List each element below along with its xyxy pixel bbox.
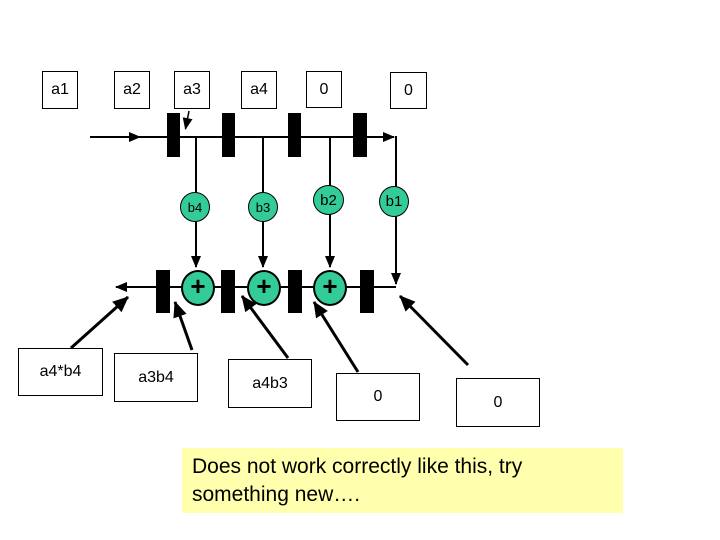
input-box-a3: a3 — [174, 71, 210, 109]
input-box-zero-1: 0 — [306, 71, 342, 108]
pointer-arrow-a3b4 — [173, 301, 194, 351]
plus-icon: + — [190, 271, 206, 301]
coefficient-node-b3: b3 — [248, 192, 278, 222]
pointer-arrow-a4b3 — [240, 295, 290, 359]
output-box-a4b3: a4b3 — [228, 359, 312, 408]
coefficient-label: b3 — [255, 199, 271, 215]
a3-annotation-arrow — [182, 110, 193, 130]
input-label: a1 — [51, 81, 69, 98]
output-label: a4*b4 — [39, 363, 82, 380]
adder-node-1: + — [181, 270, 215, 306]
output-box-a3b4: a3b4 — [114, 353, 198, 402]
bottom-delay-1 — [156, 270, 170, 313]
coefficient-node-b1: b1 — [379, 186, 409, 217]
output-label: a4b3 — [252, 374, 288, 392]
input-box-a1: a1 — [42, 71, 78, 109]
bottom-delay-2 — [221, 270, 235, 313]
coefficient-label: b1 — [385, 193, 403, 210]
top-delay-1 — [167, 113, 180, 157]
output-label: a3b4 — [138, 368, 174, 386]
coefficient-label: b4 — [187, 199, 203, 215]
plus-icon: + — [256, 271, 272, 301]
plus-icon: + — [322, 271, 338, 301]
pointer-arrow-zero-1 — [312, 301, 360, 373]
bottom-delay-4 — [360, 270, 374, 313]
input-label: a2 — [123, 81, 141, 98]
adder-node-3: + — [313, 270, 347, 306]
output-label: 0 — [493, 393, 503, 411]
input-label: a3 — [183, 81, 201, 98]
top-delay-3 — [288, 113, 301, 157]
bottom-delay-3 — [288, 270, 302, 313]
note-line-2: something new…. — [192, 483, 361, 506]
note-line-1: Does not work correctly like this, try — [192, 455, 523, 478]
output-label: 0 — [373, 388, 383, 405]
top-delay-4 — [353, 113, 367, 157]
input-label: 0 — [404, 81, 413, 99]
output-box-zero-1: 0 — [336, 373, 420, 421]
input-box-a4: a4 — [241, 71, 277, 109]
input-label: a4 — [250, 81, 268, 98]
coefficient-node-b4: b4 — [180, 192, 210, 222]
input-box-a2: a2 — [114, 71, 150, 109]
pointer-arrow-zero-2 — [398, 294, 470, 367]
output-box-zero-2: 0 — [456, 378, 540, 427]
top-delay-2 — [222, 113, 235, 157]
pointer-arrow-a4b4 — [69, 295, 130, 350]
coefficient-label: b2 — [320, 191, 337, 209]
output-box-a4b4: a4*b4 — [18, 348, 103, 396]
note-box: Does not work correctly like this, try s… — [182, 448, 623, 513]
adder-node-2: + — [247, 270, 281, 306]
input-box-zero-2: 0 — [390, 72, 427, 109]
input-label: 0 — [319, 80, 329, 98]
coefficient-node-b2: b2 — [313, 185, 344, 215]
